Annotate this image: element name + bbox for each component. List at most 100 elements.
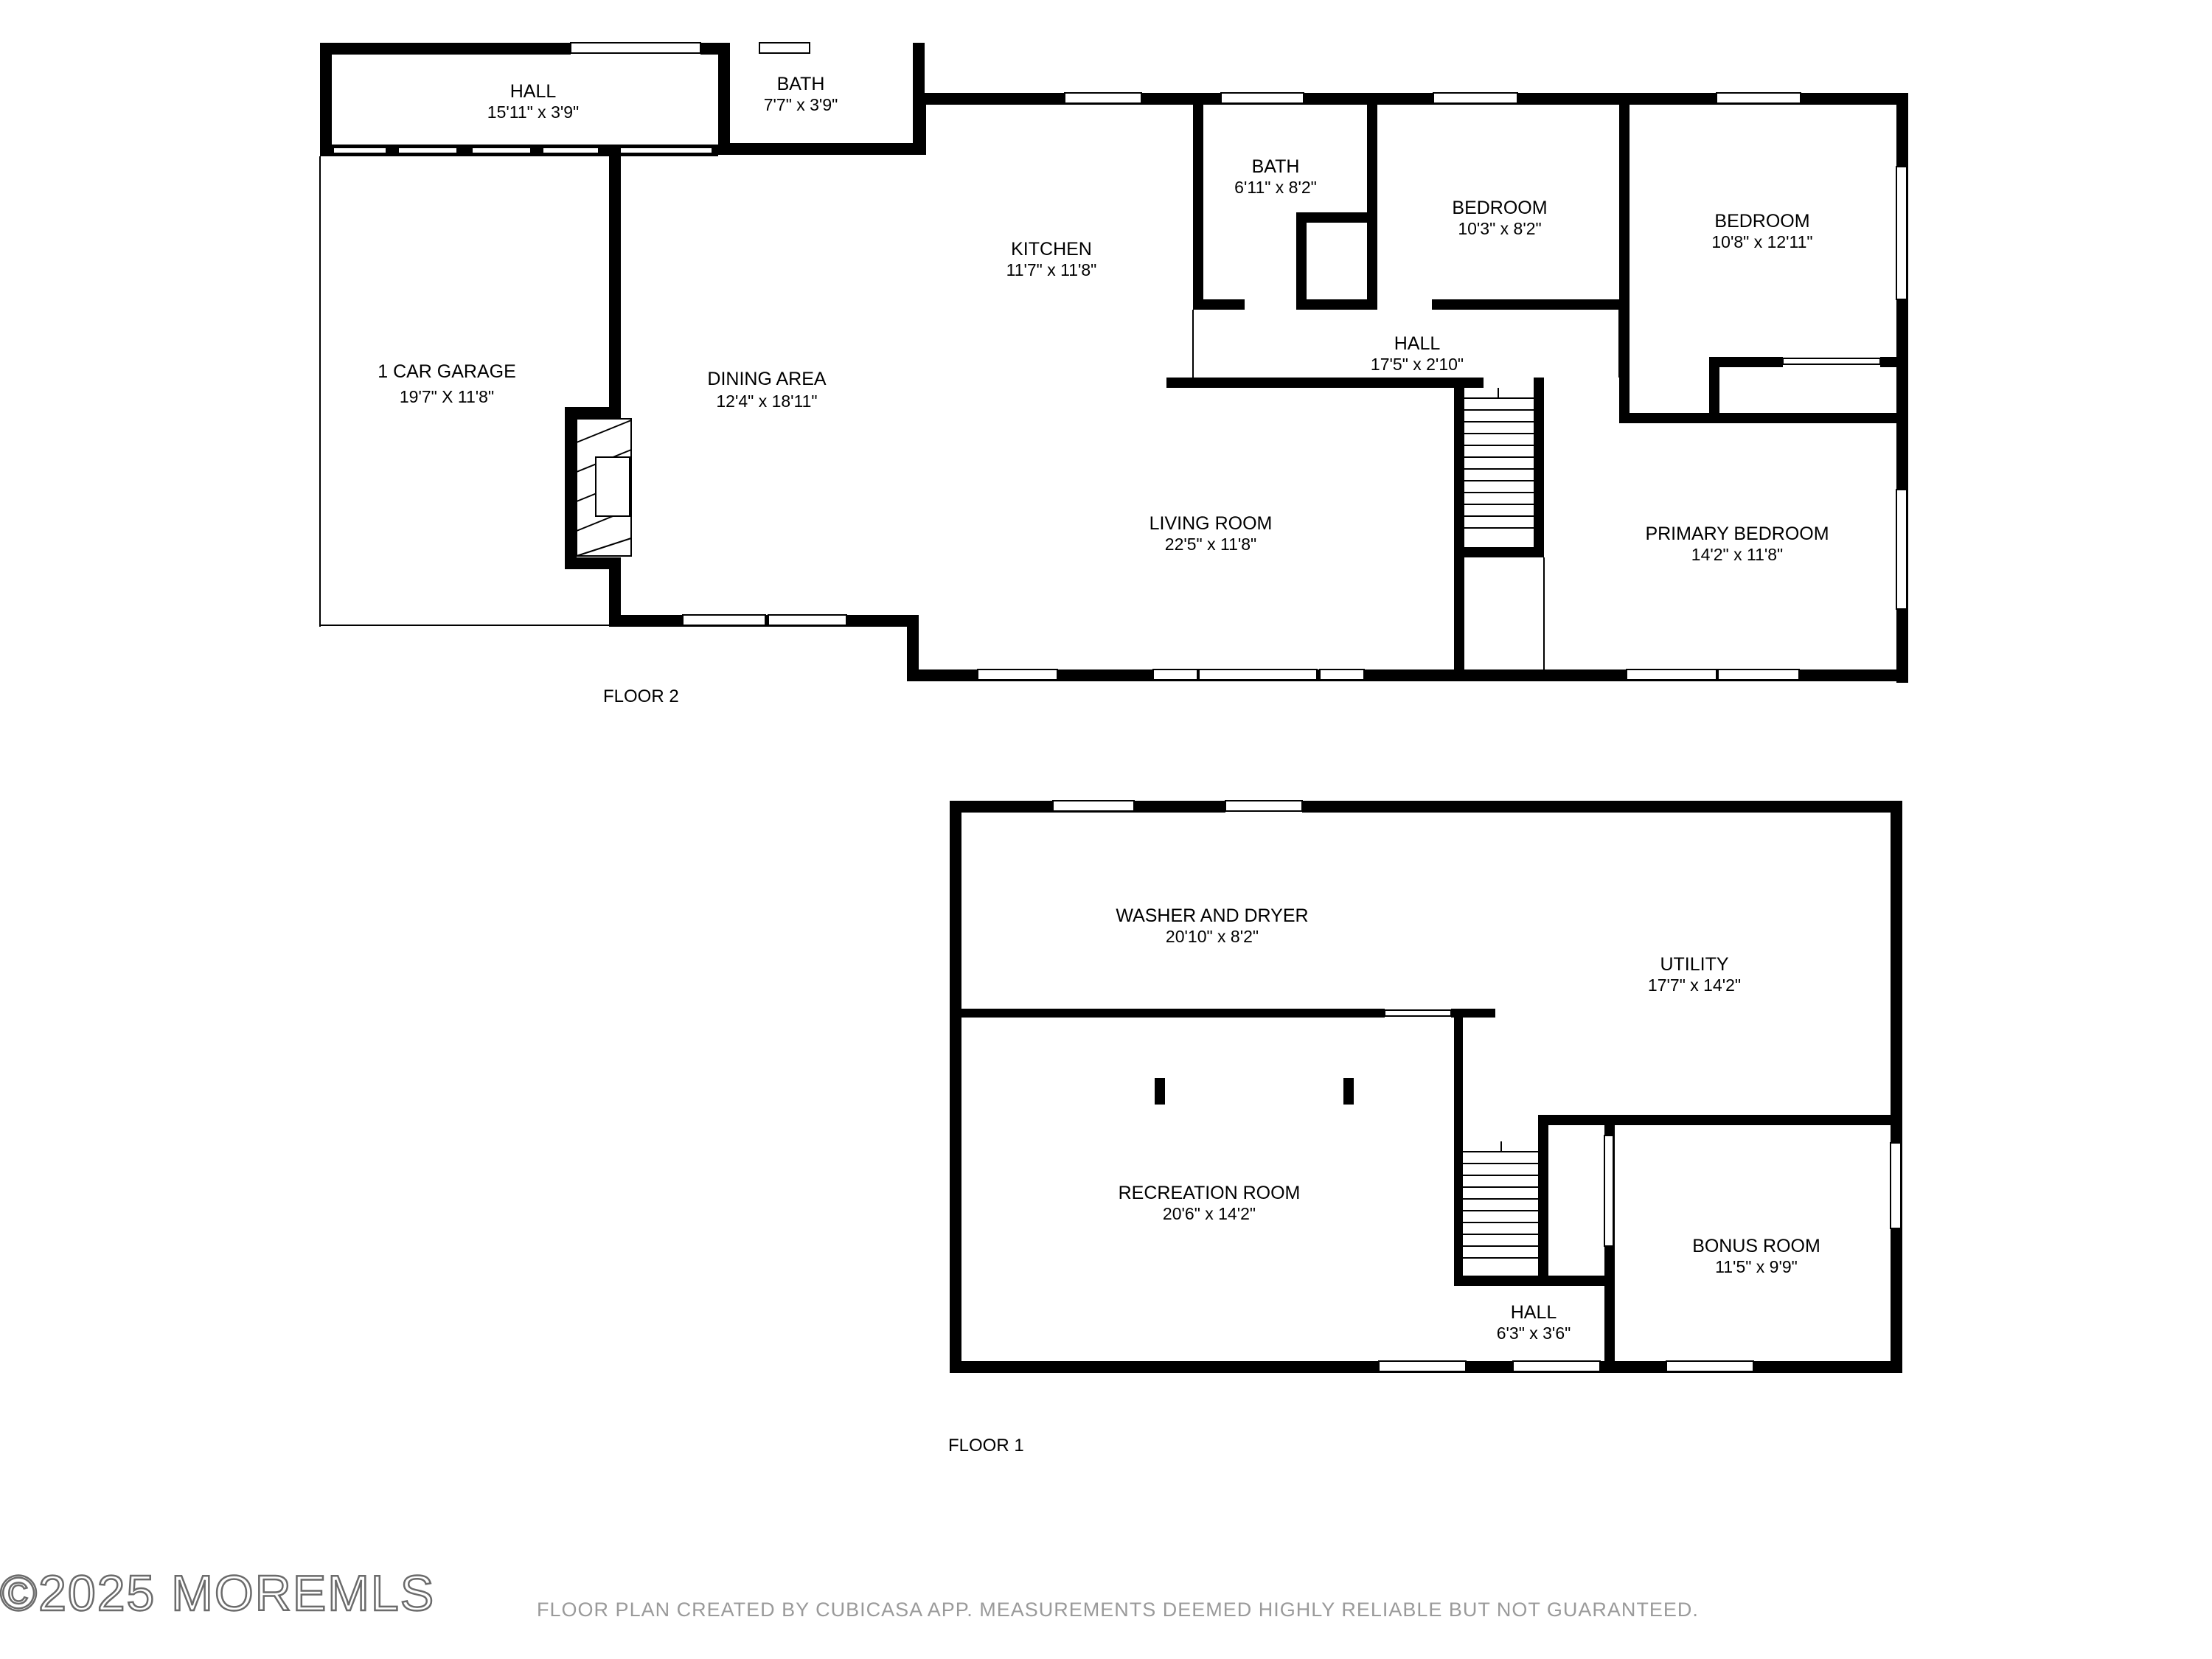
- wall: [700, 43, 723, 55]
- garage-door: [471, 147, 532, 154]
- garage-door: [542, 147, 599, 154]
- room-name: BONUS ROOM: [1692, 1236, 1820, 1256]
- window: [1064, 92, 1142, 104]
- room-name: PRIMARY BEDROOM: [1645, 524, 1829, 544]
- floor-1: [950, 800, 1902, 1373]
- wall: [1709, 357, 1719, 423]
- room-dimensions: 7'7" x 3'9": [764, 95, 838, 114]
- wall: [1891, 801, 1902, 1373]
- room-dimensions: 22'5" x 11'8": [1165, 535, 1256, 554]
- wall: [1166, 378, 1484, 388]
- window: [1896, 166, 1907, 300]
- room-dimensions: 6'3" x 3'6": [1497, 1324, 1571, 1343]
- wall: [565, 407, 577, 569]
- wall: [609, 557, 621, 627]
- room-name: RECREATION ROOM: [1119, 1183, 1301, 1203]
- wall: [718, 43, 730, 153]
- stairs: [1463, 1141, 1538, 1259]
- floor-label: FLOOR 2: [603, 686, 679, 706]
- column: [1343, 1078, 1354, 1105]
- room-name: BEDROOM: [1714, 211, 1809, 232]
- wall: [718, 143, 917, 155]
- wall: [1619, 413, 1907, 423]
- disclaimer: FLOOR PLAN CREATED BY CUBICASA APP. MEAS…: [537, 1599, 1699, 1621]
- room-dimensions: 14'2" x 11'8": [1691, 545, 1783, 564]
- wall: [1619, 103, 1630, 423]
- wall: [320, 43, 332, 153]
- wall: [1302, 801, 1902, 813]
- wall: [1538, 1115, 1548, 1286]
- window: [1052, 800, 1135, 812]
- door-opening: [1384, 1009, 1452, 1017]
- wall: [907, 615, 919, 681]
- wall: [1454, 1276, 1538, 1286]
- wall: [565, 557, 621, 569]
- window: [1666, 1360, 1754, 1372]
- room-name: HALL: [510, 81, 557, 102]
- wall: [1296, 299, 1377, 310]
- door-opening: [1225, 800, 1303, 812]
- door-opening: [977, 669, 1058, 681]
- wall: [914, 93, 1907, 105]
- watermark: ©2025 MOREMLS: [0, 1565, 435, 1621]
- room-name: LIVING ROOM: [1150, 513, 1273, 534]
- room-name: WASHER AND DRYER: [1116, 905, 1308, 926]
- window: [682, 614, 766, 626]
- window: [1896, 489, 1907, 610]
- window: [1717, 669, 1800, 681]
- wall: [914, 93, 926, 155]
- window: [1512, 1360, 1601, 1372]
- room-name: DINING AREA: [707, 369, 826, 389]
- garage-door: [397, 147, 458, 154]
- window: [768, 614, 847, 626]
- room-name: HALL: [1394, 333, 1441, 354]
- window: [1220, 92, 1304, 104]
- window: [759, 42, 810, 54]
- door-opening: [570, 42, 701, 54]
- wall: [1709, 357, 1783, 367]
- room-dimensions: 12'4" x 18'11": [716, 392, 817, 411]
- room-dimensions: 10'8" x 12'11": [1711, 232, 1812, 251]
- room-dimensions: 11'7" x 11'8": [1006, 260, 1097, 279]
- window: [1378, 1360, 1467, 1372]
- wall: [950, 801, 961, 1373]
- window: [1319, 669, 1365, 681]
- wall: [1193, 103, 1203, 310]
- room-name: BATH: [1252, 156, 1300, 177]
- room-dimensions: 15'11" x 3'9": [487, 102, 579, 122]
- wall: [961, 1009, 1385, 1018]
- room-dimensions: 19'7" X 11'8": [400, 387, 494, 406]
- wall: [565, 407, 621, 419]
- garage-door: [611, 147, 713, 154]
- wall: [320, 43, 571, 55]
- room-dimensions: 17'7" x 14'2": [1648, 975, 1741, 995]
- room-name: KITCHEN: [1011, 239, 1092, 260]
- room-dimensions: 10'3" x 8'2": [1458, 219, 1541, 238]
- wall: [1534, 378, 1544, 554]
- wall: [1538, 1276, 1604, 1286]
- floor-1-labels: WASHER AND DRYER 20'10" x 8'2" UTILITY 1…: [948, 905, 1820, 1455]
- closet-door: [1782, 358, 1881, 365]
- wall: [1432, 299, 1627, 310]
- wall: [1454, 378, 1464, 681]
- room-name: 1 CAR GARAGE: [378, 361, 516, 382]
- wall: [1880, 357, 1907, 367]
- room-dimensions: 20'6" x 14'2": [1163, 1204, 1256, 1223]
- room-name: BATH: [777, 74, 825, 94]
- window: [1433, 92, 1518, 104]
- door-opening: [1604, 1135, 1614, 1247]
- wall: [1367, 103, 1377, 310]
- wall: [1454, 547, 1544, 557]
- wall: [1454, 1010, 1463, 1276]
- room-name: HALL: [1511, 1302, 1557, 1323]
- floor-2-labels: HALL 15'11" x 3'9" BATH 7'7" x 3'9" 1 CA…: [378, 74, 1829, 706]
- fireplace-box: [595, 456, 630, 517]
- window: [1152, 669, 1198, 681]
- wall: [1538, 1115, 1902, 1125]
- stairs: [1464, 388, 1534, 529]
- window: [1890, 1142, 1902, 1229]
- window: [1716, 92, 1801, 104]
- floor-label: FLOOR 1: [948, 1436, 1024, 1455]
- garage-door: [333, 147, 387, 154]
